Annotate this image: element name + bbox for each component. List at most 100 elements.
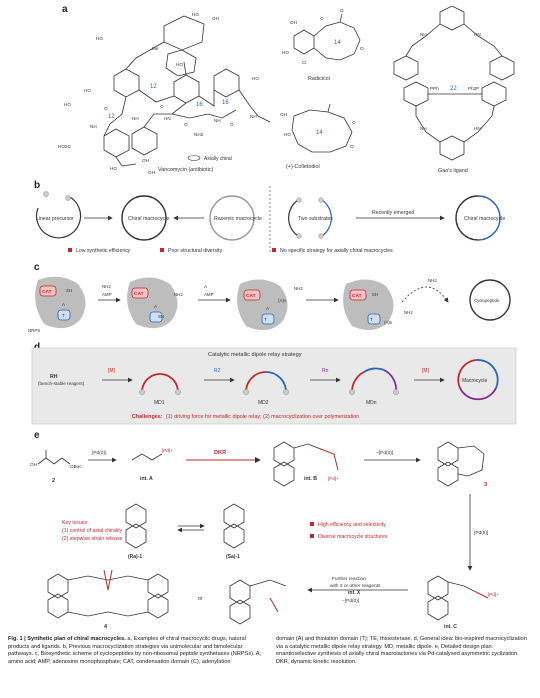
t-label: T	[370, 317, 373, 322]
key-issue-1: (1) control of axial chirality	[62, 528, 123, 534]
cat-domain-label: CAT	[42, 289, 52, 295]
cat-domain-label: CAT	[134, 291, 144, 297]
atom-label: HN	[474, 126, 481, 131]
panel-c-scheme: CAT CAT CAT CAT SH SH SH A A A T T T NRP…	[28, 276, 511, 333]
ra-label: (Ra)-1	[128, 554, 142, 560]
atom-label: NH	[420, 126, 427, 131]
rh-label: RH	[50, 374, 58, 380]
minus-pd-label-2: −[Pd(0)]	[342, 598, 359, 604]
atom-label: HN	[164, 116, 171, 121]
note-low-efficiency: Low synthetic efficiency	[76, 248, 131, 254]
recently-emerged-label: Recently emerged	[372, 210, 414, 216]
pd-ii-label: [Pd(II)]	[474, 530, 488, 536]
a-label: A	[154, 304, 157, 309]
colletodiol-caption: (+)-Colletodiol	[286, 164, 320, 170]
t-label: T	[264, 317, 267, 322]
nrps-label: NRPS	[28, 328, 40, 333]
panel-e-label: e	[34, 430, 40, 441]
chiral-macrocycle-right-label: Chiral macrocycle	[464, 216, 505, 222]
atom-label: Cl	[302, 60, 306, 65]
atom-label: O	[350, 144, 354, 149]
atom-label: Ph2P	[468, 86, 479, 91]
pd-plus-label: [Pd]+	[328, 476, 339, 481]
rn-label: Rn	[322, 368, 329, 374]
cyclopeptide-label: Cyclopeptide	[474, 298, 500, 303]
dkr-label: DKR	[214, 450, 226, 456]
pd0-reagent-label: [Pd(0)]	[92, 450, 106, 456]
note-poor-diversity: Poor structural diversity	[168, 248, 223, 254]
atom-label: OH	[290, 20, 297, 25]
two-substrates-label: Two substrates	[298, 216, 333, 222]
ring-size-label: 16	[222, 100, 229, 106]
atom-label: O	[160, 104, 164, 109]
further-reaction-label-2: with 3 or other reagents	[330, 583, 381, 589]
ring-size-label: 12	[108, 114, 115, 120]
oh-label: OH	[30, 462, 37, 467]
panel-d: d Catalytic metallic dipole relay strate…	[8, 342, 532, 426]
compound-4-label: 4	[104, 624, 108, 630]
sa-label: (Sa)-1	[226, 554, 240, 560]
compound-2-label: 2	[52, 478, 55, 484]
panel-b-scheme: Linear precursor Chiral macrocycle Racem…	[35, 186, 505, 254]
atom-label: O	[104, 106, 108, 111]
nh2-label: NH2	[102, 284, 111, 289]
atom-label: HN	[474, 32, 481, 37]
a-reagent-label: A	[204, 284, 207, 289]
ring-size-label: 12	[150, 84, 157, 90]
atom-label: PPh	[430, 86, 439, 91]
atom-label: O	[320, 16, 324, 21]
rh-sub-label: (bench-stable reagent)	[38, 381, 85, 386]
ligand-caption: Gao's ligand	[438, 168, 468, 174]
atom-label: HO2C	[58, 144, 71, 149]
atom-label: HO	[192, 12, 199, 17]
panel-e: e OH OBoc 2 [Pd(0)] [Pd]+ int. A DKR [Pd…	[8, 430, 532, 634]
key-issue-2: (2) stepwise strain release	[62, 536, 123, 542]
amp-label: AMP	[204, 292, 214, 297]
caption-text-1: a, Examples of chiral macrocyclic drugs,…	[8, 636, 262, 665]
atom-label: OH	[142, 158, 149, 163]
r2-label: R2	[214, 368, 221, 374]
atom-label: HO	[110, 166, 117, 171]
atom-label: NH	[132, 116, 139, 121]
an-label: (A)n	[278, 298, 287, 303]
a-label: A	[266, 306, 269, 311]
panel-a-label: a	[62, 4, 68, 15]
ring-size-label: 22	[450, 86, 457, 92]
caption-text-2: domain (A) and thiolation domain (T); TE…	[276, 636, 527, 665]
axial-chiral-label: Axially chiral	[204, 156, 232, 162]
atom-label: O	[340, 8, 344, 13]
key-issues-title: Key issues:	[62, 520, 89, 526]
pd-plus-label: [Pd]+	[162, 448, 173, 453]
atom-label: HO	[64, 102, 71, 107]
m-release-label: [M]	[422, 368, 430, 374]
nh2-label: NH2	[428, 278, 437, 283]
compound-3-label: 3	[484, 482, 487, 488]
atom-label: Me	[152, 46, 159, 51]
panel-a: a 12 12 16 16	[8, 4, 532, 176]
cat-domain-label: CAT	[246, 293, 256, 299]
nh2-label: NH2	[174, 292, 183, 297]
panel-c-label: c	[34, 262, 40, 273]
atom-label: NH	[250, 114, 257, 119]
cat-domain-label: CAT	[352, 293, 362, 299]
atom-label: HO	[84, 88, 91, 93]
diverse-structures-label: Diverse macrocycle structures	[318, 534, 388, 540]
atom-label: HO	[282, 50, 289, 55]
int-b-label: int. B	[304, 476, 317, 482]
a-label: A	[62, 302, 65, 307]
radicicol-caption: Radicicol	[308, 76, 330, 82]
sh-label: SH	[158, 314, 164, 319]
atom-label: O	[230, 122, 234, 127]
atom-label: NH	[214, 118, 221, 123]
atom-label: HO	[96, 36, 103, 41]
sh-label: SH	[66, 288, 72, 293]
figure-caption: Fig. 1 | Synthetic plan of chiral macroc…	[8, 636, 532, 696]
racemic-macrocycle-label: Racemic macrocycle	[214, 216, 262, 222]
atom-label: HO	[284, 132, 291, 137]
md-label: MDn	[366, 400, 377, 406]
caption-column-1: Fig. 1 | Synthetic plan of chiral macroc…	[8, 636, 263, 666]
atom-label: HO	[252, 76, 259, 81]
int-c-label: int. C	[444, 624, 457, 630]
m-catalyst-label: [M]	[108, 368, 116, 374]
an-label: (A)n	[384, 320, 393, 325]
